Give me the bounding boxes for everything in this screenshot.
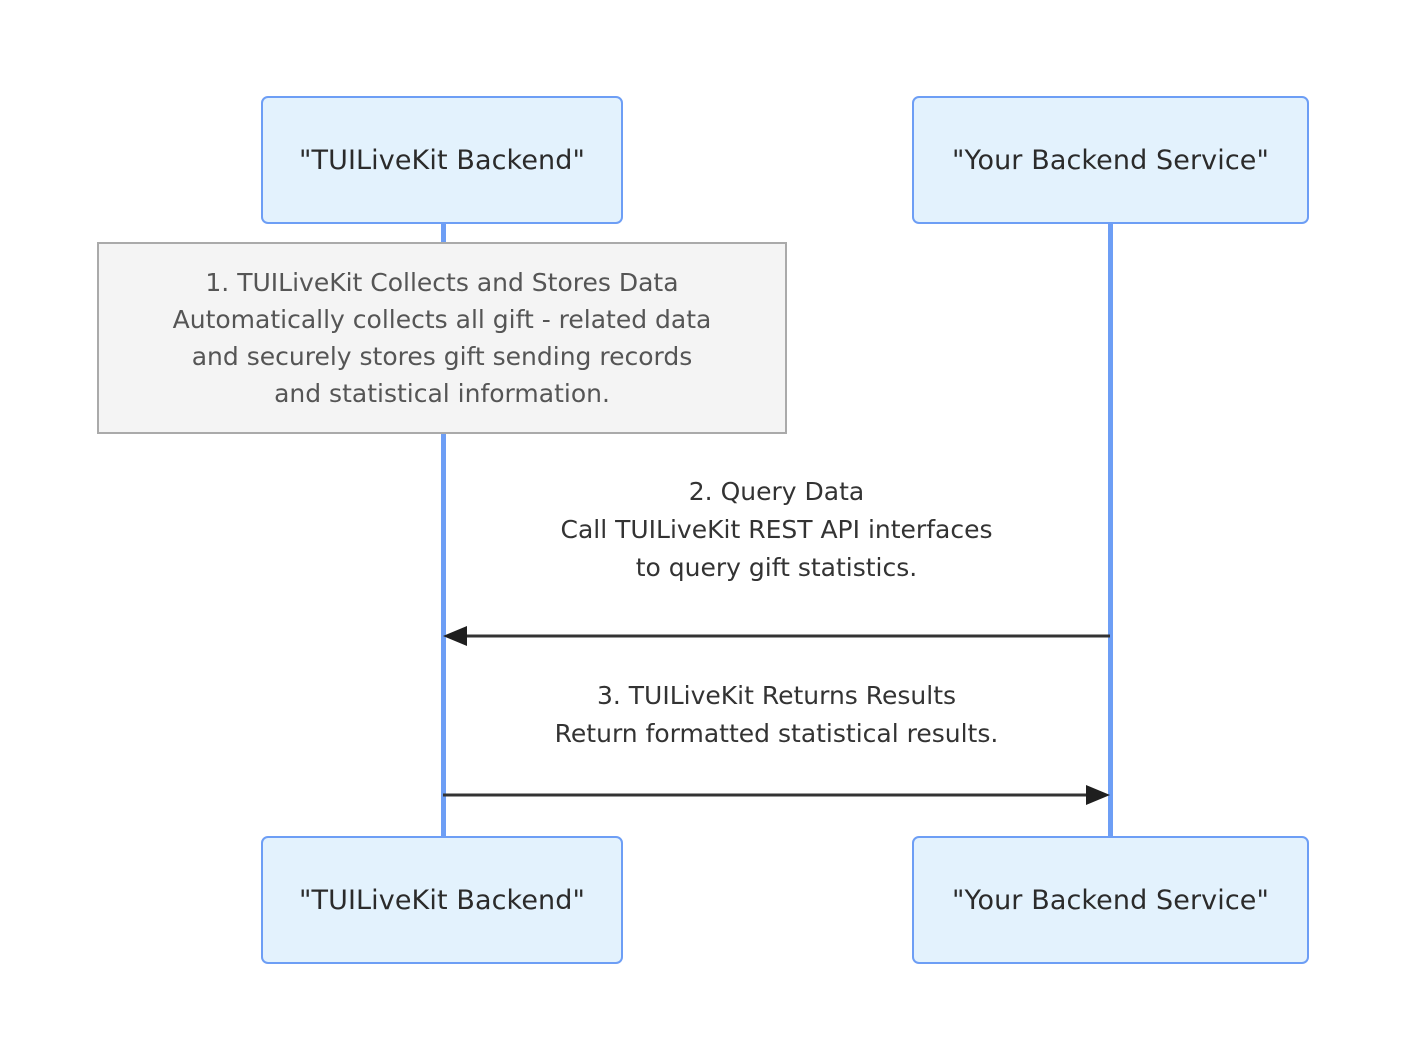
message-label-3: 3. TUILiveKit Returns Results Return for… (554, 681, 999, 748)
lifeline-tuilivekit (441, 224, 446, 838)
message-arrow-3 (441, 781, 1112, 809)
message-label-2: 2. Query Data Call TUILiveKit REST API i… (560, 477, 993, 582)
lifeline-your-backend (1108, 224, 1113, 838)
participant-box-your-backend-bottom[interactable]: "Your Backend Service" (912, 836, 1309, 964)
message-arrow-2 (441, 622, 1112, 650)
participant-box-tuilivekit-top[interactable]: "TUILiveKit Backend" (261, 96, 623, 224)
participant-label-your-backend-bottom: "Your Backend Service" (951, 884, 1270, 916)
note-text: 1. TUILiveKit Collects and Stores Data A… (172, 268, 712, 408)
participant-label-tuilivekit-top: "TUILiveKit Backend" (298, 144, 585, 176)
participant-box-your-backend-top[interactable]: "Your Backend Service" (912, 96, 1309, 224)
participant-label-tuilivekit-bottom: "TUILiveKit Backend" (298, 884, 585, 916)
participant-label-your-backend-top: "Your Backend Service" (951, 144, 1270, 176)
participant-box-tuilivekit-bottom[interactable]: "TUILiveKit Backend" (261, 836, 623, 964)
note-over-tuilivekit: 1. TUILiveKit Collects and Stores Data A… (97, 242, 787, 434)
